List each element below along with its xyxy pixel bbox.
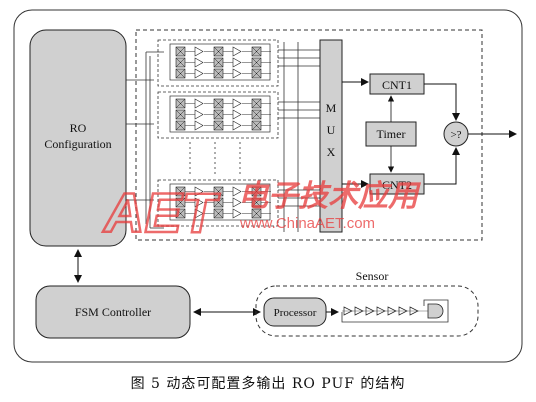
ro-configuration-block bbox=[29, 29, 127, 247]
watermark-cn-text: 电子技术应用 bbox=[238, 179, 422, 213]
inverter-icon bbox=[194, 109, 204, 120]
sensor-label: Sensor bbox=[356, 269, 389, 283]
timer-block bbox=[365, 121, 417, 147]
inverter-icon bbox=[232, 98, 242, 109]
inverter-icon bbox=[194, 186, 204, 197]
mux-letter-m: M bbox=[326, 101, 337, 115]
inverter-icon bbox=[194, 120, 204, 131]
inverter-icon bbox=[232, 197, 242, 208]
timer-label: Timer bbox=[377, 127, 406, 141]
inverter-icon bbox=[194, 57, 204, 68]
ro-config-label-line2: Configuration bbox=[44, 137, 111, 151]
watermark-logo: AET bbox=[102, 181, 221, 244]
inverter-icon bbox=[194, 46, 204, 57]
inverter-icon bbox=[194, 68, 204, 79]
sensor-region bbox=[255, 285, 479, 337]
inverter-icon bbox=[194, 197, 204, 208]
config-bus bbox=[126, 51, 164, 229]
sensor-chain-loop bbox=[341, 299, 449, 323]
ro-group-2 bbox=[157, 91, 279, 139]
ro-config-label-line1: RO bbox=[70, 121, 87, 135]
puf-architecture-diagram: RO Configuration bbox=[13, 9, 523, 363]
inverter-icon bbox=[232, 46, 242, 57]
watermark-url: www.ChinaAET.com bbox=[239, 215, 375, 232]
ro-ellipsis bbox=[189, 142, 241, 176]
inverter-icon bbox=[232, 57, 242, 68]
inverter-icon bbox=[232, 186, 242, 197]
inverter-icon bbox=[232, 208, 242, 219]
comparator-label: >? bbox=[450, 129, 461, 141]
mux-letter-x: X bbox=[327, 145, 336, 159]
sensor-ro-chain bbox=[342, 306, 428, 316]
processor-label: Processor bbox=[274, 307, 317, 319]
inverter-icon bbox=[232, 120, 242, 131]
mux-letter-u: U bbox=[327, 123, 336, 137]
ro-group-3 bbox=[157, 179, 279, 227]
aet-watermark: AET 电子技术应用 www.ChinaAET.com bbox=[101, 179, 422, 245]
cnt2-label: CNT2 bbox=[382, 178, 412, 192]
outer-frame bbox=[13, 9, 523, 363]
inverter-icon bbox=[232, 109, 242, 120]
inverter-icon bbox=[194, 98, 204, 109]
counter-to-comparator-arrows bbox=[424, 83, 517, 185]
cnt1-label: CNT1 bbox=[382, 78, 412, 92]
mux-to-counter-arrows bbox=[342, 78, 369, 188]
figure-caption: 图 5 动态可配置多输出 RO PUF 的结构 bbox=[130, 376, 406, 392]
ro-to-mux-lines bbox=[278, 42, 320, 232]
ro-group-1 bbox=[157, 39, 279, 87]
fsm-controller-block bbox=[35, 285, 191, 339]
fsm-controller-label: FSM Controller bbox=[75, 305, 151, 319]
inverter-icon bbox=[232, 68, 242, 79]
ro-array-region bbox=[135, 29, 483, 241]
sensor-and-gate bbox=[427, 303, 444, 319]
inverter-icon bbox=[194, 208, 204, 219]
mux-block bbox=[319, 39, 343, 233]
